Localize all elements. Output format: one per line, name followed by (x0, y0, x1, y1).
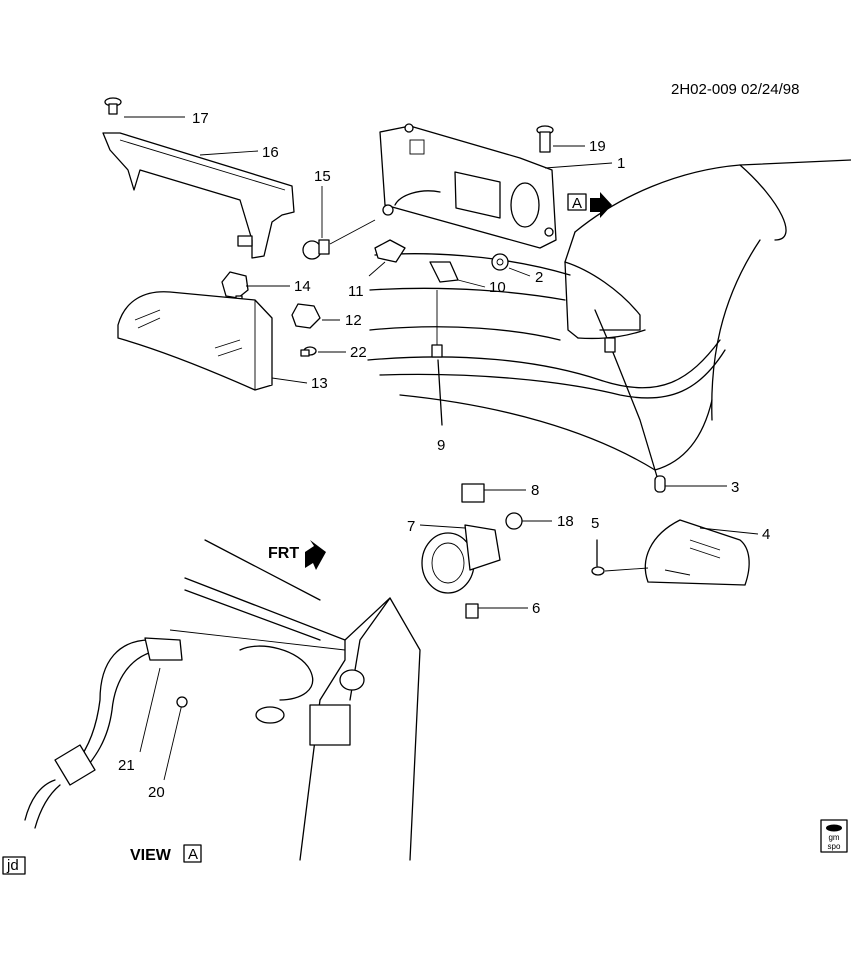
view-a-marker: A (567, 192, 612, 218)
screw-part-5 (591, 539, 605, 576)
bolt-part-19 (536, 125, 554, 153)
callout-9: 9 (437, 437, 445, 454)
bulb-part-3 (594, 309, 666, 493)
view-a-marker-letter: A (572, 195, 582, 212)
callout-12: 12 (345, 312, 362, 329)
headlamp-part-13 (117, 291, 273, 391)
callout-16: 16 (262, 144, 279, 161)
bracket-part-10 (429, 261, 459, 283)
frt-label: FRT (268, 545, 299, 562)
front-fender-bumper (367, 159, 851, 471)
headlamp-bracket-part-16 (102, 132, 295, 259)
arrow-right-icon (590, 192, 612, 218)
callout-13: 13 (311, 375, 328, 392)
callout-10: 10 (489, 279, 506, 296)
callout-18: 18 (557, 513, 574, 530)
logo-line2: spo (828, 842, 841, 851)
headlamp-housing-part-1 (379, 123, 557, 249)
callout-5: 5 (591, 515, 599, 532)
callout-4: 4 (762, 526, 770, 543)
nut-part-8 (461, 483, 485, 503)
stud-part-9 (431, 290, 443, 426)
callout-1: 1 (617, 155, 625, 172)
side-marker-part-4 (644, 519, 750, 586)
clip-part-11 (374, 239, 406, 263)
callout-22: 22 (350, 344, 367, 361)
callout-20: 20 (148, 784, 165, 801)
callout-7: 7 (407, 518, 415, 535)
view-a-detail (24, 539, 421, 861)
bolt-part-22 (300, 346, 317, 357)
nut-part-18 (505, 512, 523, 530)
callout-3: 3 (731, 479, 739, 496)
screw-part-17 (104, 97, 122, 115)
callout-8: 8 (531, 482, 539, 499)
callout-2: 2 (535, 269, 543, 286)
view-label-letter: A (188, 846, 198, 863)
callout-17: 17 (192, 110, 209, 127)
nut-part-2 (491, 253, 509, 271)
leader-lines (124, 116, 759, 781)
bulb-socket-part-12 (291, 303, 321, 329)
artist-initials-box: jd (2, 856, 26, 875)
callout-11: 11 (348, 283, 364, 300)
fog-lamp-part-7 (421, 524, 501, 594)
bulb-part-15 (302, 239, 330, 260)
logo-line1: gm (828, 833, 839, 842)
callouts: 17 16 19 1 15 2 11 10 14 12 22 13 9 3 8 … (118, 110, 770, 801)
drawing-code: 2H02-009 02/24/98 (671, 81, 799, 98)
callout-21: 21 (118, 757, 135, 774)
view-label-text: VIEW (130, 847, 172, 864)
callout-19: 19 (589, 138, 606, 155)
gm-spo-logo: gm spo (820, 819, 848, 853)
view-label: VIEW A (130, 844, 202, 864)
bolt-part-6 (465, 603, 479, 619)
arrow-right-icon (305, 540, 326, 570)
callout-14: 14 (294, 278, 311, 295)
callout-15: 15 (314, 168, 331, 185)
artist-initials: jd (6, 857, 19, 874)
callout-6: 6 (532, 600, 540, 617)
front-direction-indicator: FRT (268, 540, 326, 570)
